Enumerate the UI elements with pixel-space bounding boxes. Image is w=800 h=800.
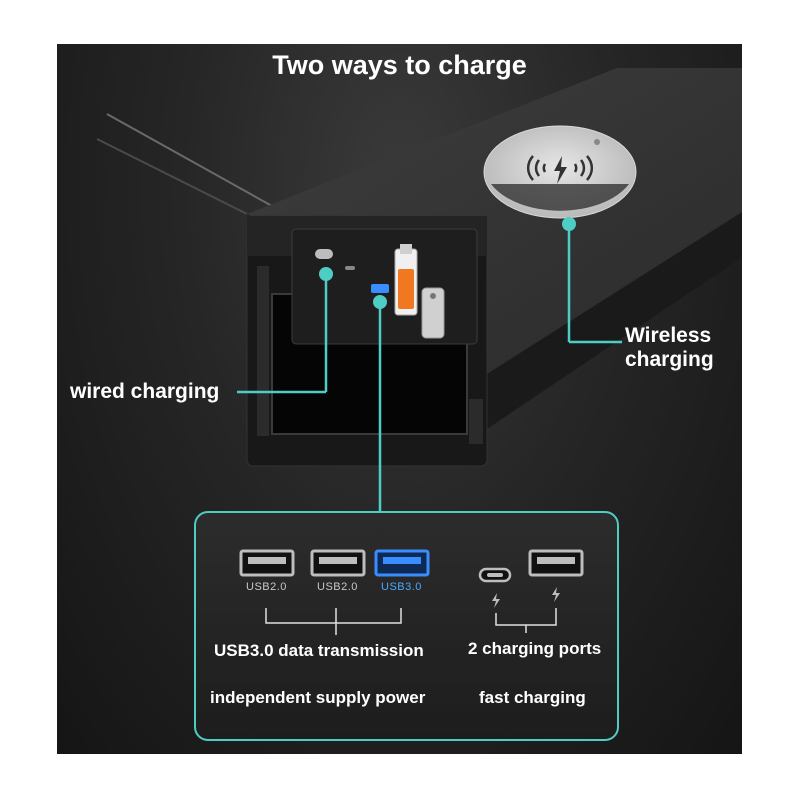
usb3-port bbox=[371, 284, 389, 293]
indicator-light bbox=[345, 266, 355, 270]
wireless-charge-icon bbox=[526, 155, 594, 184]
lightning-icon bbox=[492, 587, 560, 608]
stand-side-face bbox=[487, 212, 742, 429]
wired-charging-label: wired charging bbox=[70, 380, 220, 403]
charge-group-line2: fast charging bbox=[479, 688, 586, 707]
usb2-label-2: USB2.0 bbox=[317, 581, 358, 593]
wireless-label-line1: Wireless bbox=[625, 324, 712, 347]
usb3-label: USB3.0 bbox=[381, 581, 422, 593]
usb-c-charging-port-icon bbox=[478, 567, 512, 583]
callout-dots bbox=[319, 217, 576, 309]
silver-flash-drive bbox=[421, 287, 445, 339]
usb2-port-1-icon bbox=[239, 549, 295, 577]
charge-group-line1: 2 charging ports bbox=[468, 639, 602, 658]
desk-edge-line bbox=[96, 138, 258, 220]
usb2-label-1: USB2.0 bbox=[246, 581, 287, 593]
orange-flash-drive bbox=[394, 244, 418, 316]
wireless-label-line2: charging bbox=[625, 348, 714, 371]
callout-lines bbox=[237, 224, 622, 511]
usb2-port-2-icon bbox=[310, 549, 366, 577]
product-illustration bbox=[96, 68, 742, 511]
data-group-line2: independent supply power bbox=[210, 688, 426, 707]
data-group-line1: USB3.0 data transmission bbox=[214, 641, 424, 660]
ports-detail-panel: USB2.0 USB2.0 USB3.0 USB3.0 data transmi… bbox=[194, 511, 619, 741]
pad-led-icon bbox=[594, 139, 600, 145]
wireless-charging-label: Wireless charging bbox=[625, 324, 714, 372]
slot-bracket-left bbox=[257, 266, 269, 436]
group-brackets bbox=[265, 608, 557, 635]
pad-shadow bbox=[491, 184, 629, 211]
slot-bracket-right bbox=[469, 399, 483, 444]
page-title: Two ways to charge bbox=[272, 50, 527, 80]
usb3-port-icon bbox=[374, 549, 430, 577]
usb-a-charging-port-icon bbox=[528, 549, 584, 577]
desk-edge-line bbox=[106, 113, 273, 207]
product-image-frame: Two ways to charge Wireless charging wir… bbox=[57, 44, 742, 754]
usb-c-port bbox=[315, 249, 333, 259]
ports-detail-graphic bbox=[239, 549, 584, 635]
